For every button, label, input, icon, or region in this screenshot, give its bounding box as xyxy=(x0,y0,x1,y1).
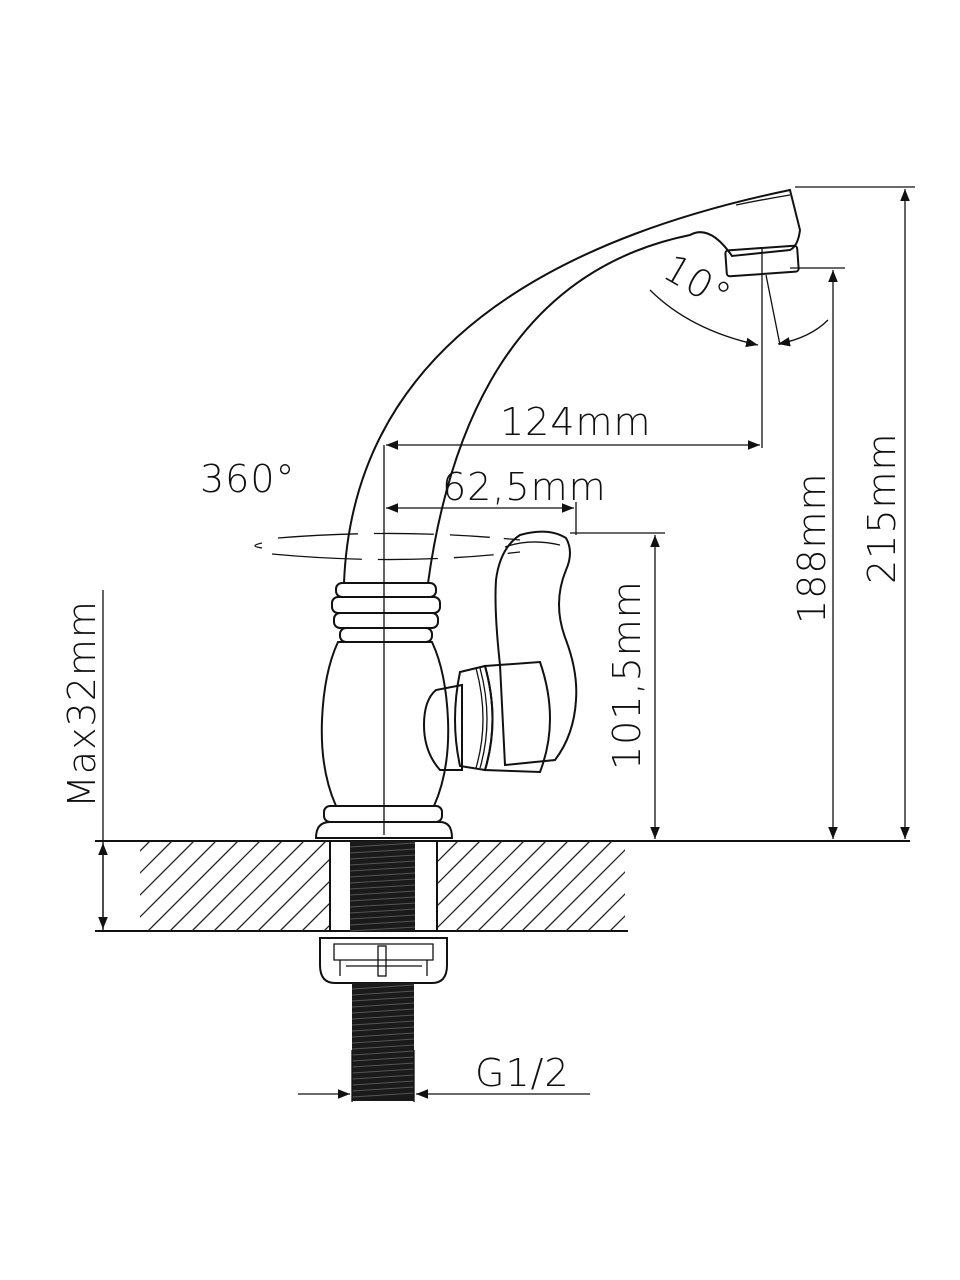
total-height-label: 215mm xyxy=(860,432,904,584)
handle-height-label: 101,5mm xyxy=(605,580,649,770)
faucet-spout xyxy=(342,188,802,584)
handle-offset-label: 62,5mm xyxy=(442,465,607,509)
dimension-total-height: 215mm xyxy=(795,186,915,839)
center-lines xyxy=(383,248,763,835)
dimension-handle-height: 101,5mm xyxy=(570,532,665,839)
shank-thread xyxy=(349,842,416,932)
dimension-max-counter-thickness: Max32mm xyxy=(60,590,108,932)
dimension-thread-size: G1/2 xyxy=(298,1050,590,1102)
countertop-hatching xyxy=(140,841,625,931)
dimension-handle-offset: 62,5mm xyxy=(386,465,607,513)
dimension-spout-angle: 10° xyxy=(649,246,829,348)
max-thickness-label: Max32mm xyxy=(60,600,104,808)
dimension-outlet-height: 188mm xyxy=(790,267,845,839)
dimension-spout-reach: 124mm xyxy=(386,400,760,450)
countertop xyxy=(95,840,910,932)
spout-reach-label: 124mm xyxy=(500,400,652,444)
rotation-label: 360° xyxy=(200,457,296,501)
mounting-shank xyxy=(319,840,448,1101)
rotation-indicator xyxy=(254,532,521,561)
faucet-handle xyxy=(422,530,578,774)
connector-thread xyxy=(351,984,415,1098)
outlet-height-label: 188mm xyxy=(790,472,834,624)
thread-size-label: G1/2 xyxy=(475,1051,570,1095)
